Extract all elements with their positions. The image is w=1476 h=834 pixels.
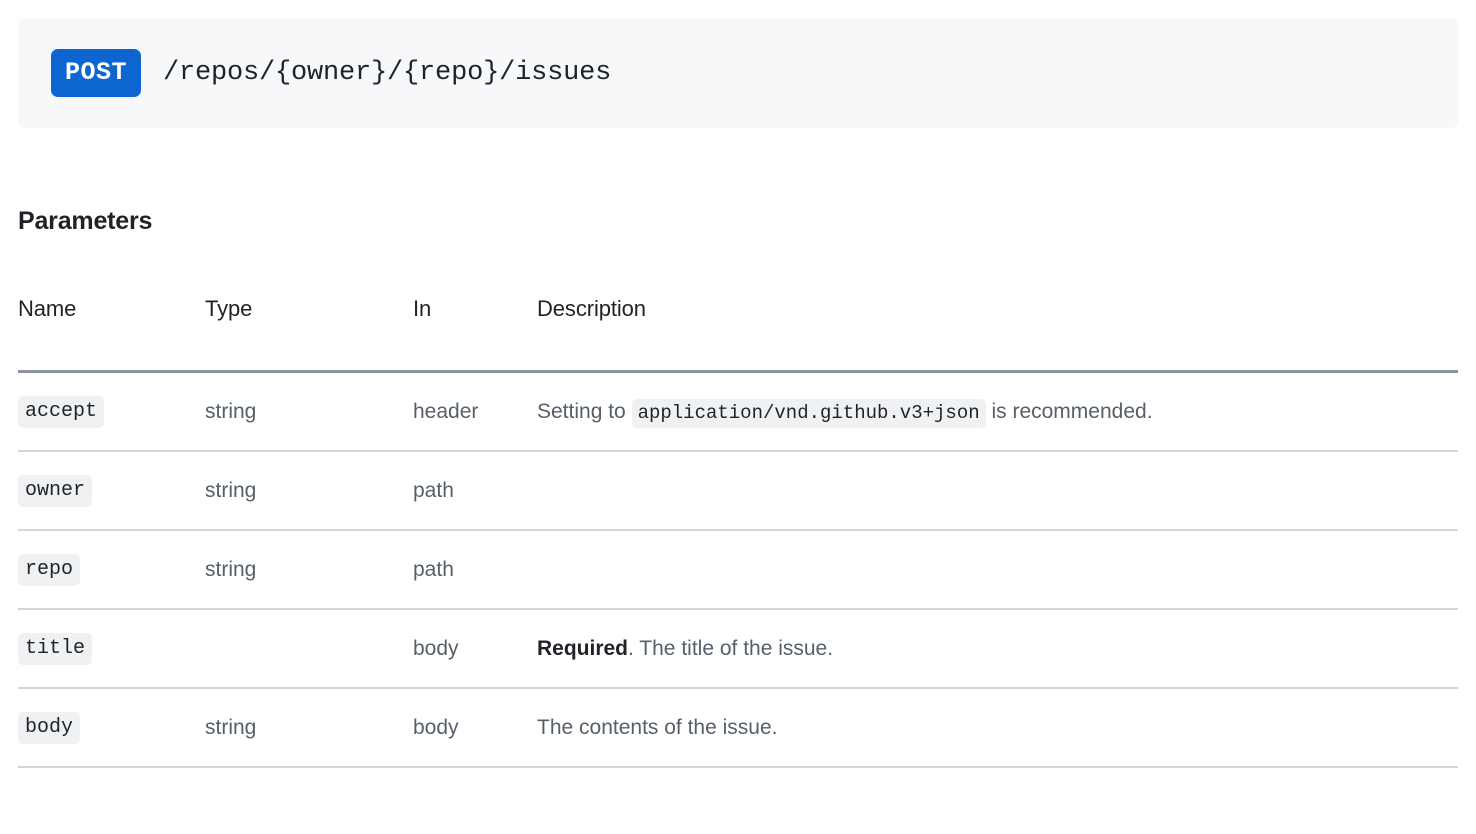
parameter-name-cell: accept — [18, 371, 205, 452]
parameter-name-cell: repo — [18, 530, 205, 610]
description-text: Setting to application/vnd.github.v3+jso… — [537, 399, 1153, 429]
column-header-type: Type — [205, 296, 253, 321]
table-row: accept string header Setting to applicat… — [18, 371, 1458, 452]
parameter-name: body — [18, 712, 81, 744]
parameter-type: string — [205, 688, 413, 768]
parameter-name: title — [18, 633, 93, 665]
parameter-description — [537, 530, 1458, 610]
parameter-type — [205, 609, 413, 689]
table-body: accept string header Setting to applicat… — [18, 371, 1458, 768]
parameter-in: body — [413, 609, 537, 689]
description-suffix: is recommended. — [985, 400, 1153, 424]
parameter-type: string — [205, 371, 413, 452]
description-prefix: The contents of the issue. — [537, 716, 778, 740]
parameter-name-cell: title — [18, 609, 205, 689]
column-header-name: Name — [18, 296, 77, 321]
parameter-name-cell: body — [18, 688, 205, 768]
endpoint-banner: POST /repos/{owner}/{repo}/issues — [18, 18, 1458, 128]
parameter-name: owner — [18, 475, 93, 507]
parameter-in: body — [413, 688, 537, 768]
table-row: repo string path — [18, 530, 1458, 610]
parameters-table: Name Type In Description accept string h… — [18, 296, 1458, 768]
parameter-in: path — [413, 530, 537, 610]
parameter-name: repo — [18, 554, 81, 586]
parameter-description — [537, 451, 1458, 531]
endpoint-path: /repos/{owner}/{repo}/issues — [163, 58, 612, 88]
parameter-name: accept — [18, 396, 105, 428]
parameter-type: string — [205, 530, 413, 610]
description-required-label: Required — [537, 637, 629, 661]
parameter-description: Setting to application/vnd.github.v3+jso… — [537, 371, 1458, 452]
table-header: Name Type In Description — [18, 296, 1458, 372]
description-prefix: Setting to — [537, 400, 632, 424]
description-suffix: . The title of the issue. — [628, 637, 834, 661]
api-reference-page: POST /repos/{owner}/{repo}/issues Parame… — [0, 18, 1476, 834]
table-row: body string body The contents of the iss… — [18, 688, 1458, 768]
http-method-badge: POST — [51, 49, 142, 97]
parameter-description: Required. The title of the issue. — [537, 609, 1458, 689]
table-row: owner string path — [18, 451, 1458, 531]
parameter-name-cell: owner — [18, 451, 205, 531]
description-text: The contents of the issue. — [537, 716, 777, 739]
column-header-in: In — [413, 296, 432, 321]
table-row: title body Required. The title of the is… — [18, 609, 1458, 689]
parameter-description: The contents of the issue. — [537, 688, 1458, 768]
parameter-in: header — [413, 371, 537, 452]
parameter-type: string — [205, 451, 413, 531]
description-text: Required. The title of the issue. — [537, 637, 833, 660]
description-inline-code: application/vnd.github.v3+json — [631, 399, 986, 429]
column-header-description: Description — [537, 296, 646, 321]
page-title: Parameters — [18, 207, 153, 235]
parameter-in: path — [413, 451, 537, 531]
table-header-row: Name Type In Description — [18, 296, 1458, 372]
